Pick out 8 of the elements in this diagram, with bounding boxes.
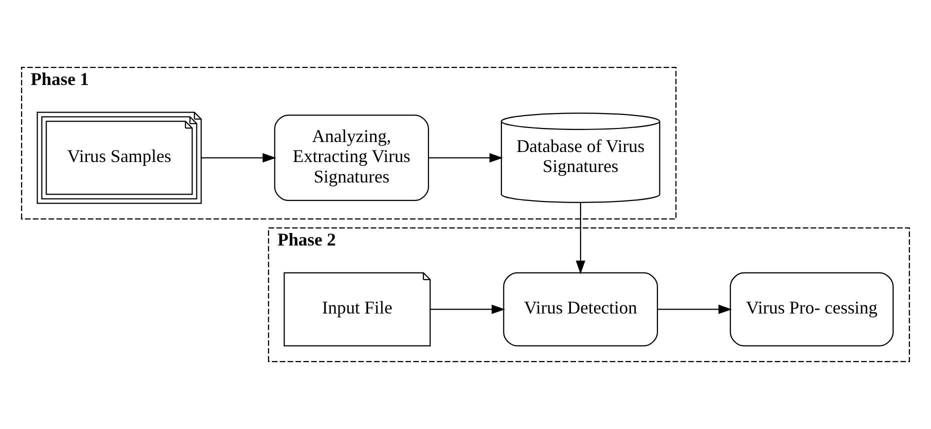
arrow bbox=[430, 304, 506, 314]
arrow bbox=[428, 153, 503, 163]
node-box: Analyzing, Extracting Virus Signatures bbox=[274, 114, 430, 202]
arrow bbox=[576, 202, 586, 274]
node-box: Virus Pro- cessing bbox=[730, 272, 894, 346]
arrow bbox=[201, 153, 276, 163]
arrow bbox=[658, 304, 732, 314]
node-box: Virus Detection bbox=[503, 272, 658, 346]
